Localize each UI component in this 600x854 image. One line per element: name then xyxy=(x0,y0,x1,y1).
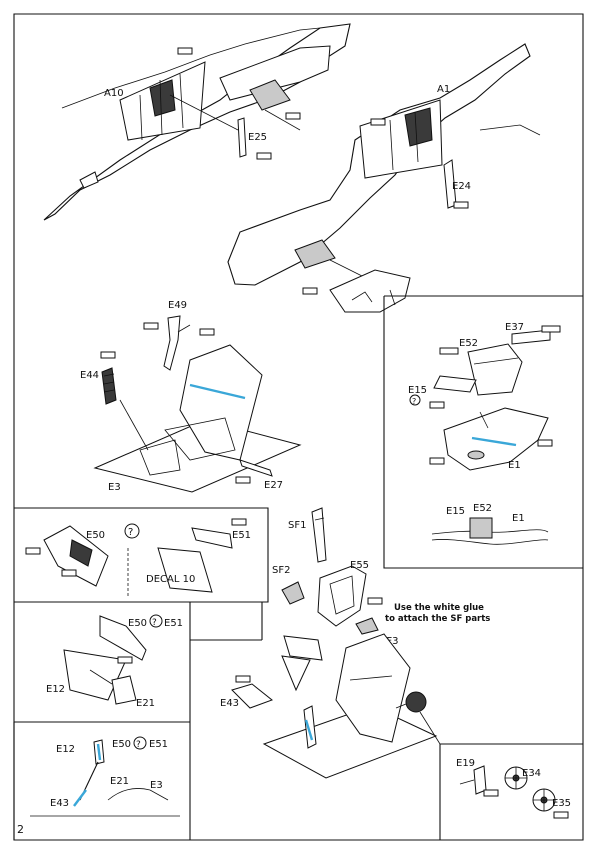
label-e43-b: E43 xyxy=(50,798,69,809)
part-tag xyxy=(117,656,133,664)
part-tag xyxy=(367,597,383,605)
label-e43: E43 xyxy=(220,698,239,709)
part-tag xyxy=(483,789,499,797)
label-e21: E21 xyxy=(136,698,155,709)
label-e21-b: E21 xyxy=(110,776,129,787)
part-tag xyxy=(143,322,159,330)
question-icon xyxy=(133,736,147,750)
part-tag xyxy=(61,569,77,577)
part-tag xyxy=(256,152,272,160)
part-tag xyxy=(100,351,116,359)
part-tag xyxy=(231,518,247,526)
option-part-e50 xyxy=(43,525,109,587)
seat-harness-assembly xyxy=(281,507,379,635)
subassembly-box xyxy=(13,722,191,840)
part-tag xyxy=(553,811,569,819)
page-frame xyxy=(13,13,584,841)
label-e3: E3 xyxy=(108,482,121,493)
part-tag xyxy=(370,118,386,126)
label-e50: E50 xyxy=(86,530,105,541)
side-view-assembly xyxy=(30,739,180,817)
question-mark: ? xyxy=(152,618,157,628)
label-e27: E27 xyxy=(264,480,283,491)
label-e49: E49 xyxy=(168,300,187,311)
label-sf2: SF2 xyxy=(272,565,290,576)
label-e34: E34 xyxy=(522,768,541,779)
note-line-1: Use the white glue xyxy=(394,603,484,613)
part-tag xyxy=(199,328,215,336)
label-e15: E15 xyxy=(408,385,427,396)
part-tag xyxy=(453,201,469,209)
label-decal: DECAL 10 xyxy=(146,574,195,585)
label-e35: E35 xyxy=(552,798,571,809)
option-part-e51 xyxy=(157,527,233,593)
part-tag xyxy=(235,675,251,683)
question-mark: ? xyxy=(128,527,133,538)
label-a1: A1 xyxy=(437,84,450,95)
label-sf1: SF1 xyxy=(288,520,306,531)
question-mark: ? xyxy=(412,397,416,406)
seat-base-assembly xyxy=(93,315,302,493)
label-e25: E25 xyxy=(248,132,267,143)
left-fuselage-half-assembly xyxy=(43,23,351,221)
divider xyxy=(190,601,268,641)
question-icon xyxy=(124,523,140,539)
part-tag xyxy=(235,476,251,484)
page-number: 2 xyxy=(17,823,24,836)
label-e3-b: E3 xyxy=(150,780,163,791)
subassembly-box xyxy=(14,601,191,723)
cockpit-seat-assembly xyxy=(231,633,441,779)
part-tag xyxy=(177,47,193,55)
label-e51-b: E51 xyxy=(149,739,168,750)
seat-pan-box xyxy=(431,329,551,545)
part-tag xyxy=(429,401,445,409)
subassembly-box xyxy=(439,743,583,840)
label-e52: E52 xyxy=(459,338,478,349)
label-e51: E51 xyxy=(232,530,251,541)
part-tag xyxy=(302,287,318,295)
part-tag xyxy=(537,439,553,447)
label-e50-b: E50 xyxy=(112,739,131,750)
part-tag xyxy=(429,457,445,465)
label-e50-option: E50 xyxy=(128,618,147,629)
label-e24: E24 xyxy=(452,181,471,192)
question-icon xyxy=(149,614,163,628)
handwheel-assembly xyxy=(459,765,556,812)
label-e19: E19 xyxy=(456,758,475,769)
label-e15-b: E15 xyxy=(446,506,465,517)
part-tag xyxy=(541,325,561,333)
armour-plate-assembly xyxy=(63,615,147,705)
label-e1: E1 xyxy=(508,460,521,471)
label-e12-b: E12 xyxy=(56,744,75,755)
divider xyxy=(383,296,583,569)
label-e44: E44 xyxy=(80,370,99,381)
part-tag xyxy=(439,347,459,355)
part-tag xyxy=(25,547,41,555)
question-mark: ? xyxy=(136,740,141,750)
label-e37: E37 xyxy=(505,322,524,333)
note-line-2: to attach the SF parts xyxy=(385,614,490,624)
label-e55: E55 xyxy=(350,560,369,571)
label-e51-option: E51 xyxy=(164,618,183,629)
label-e1-b: E1 xyxy=(512,513,525,524)
label-e12: E12 xyxy=(46,684,65,695)
label-a10: A10 xyxy=(104,88,124,99)
label-e52-b: E52 xyxy=(473,503,492,514)
question-icon xyxy=(409,394,421,406)
part-tag xyxy=(285,112,301,120)
